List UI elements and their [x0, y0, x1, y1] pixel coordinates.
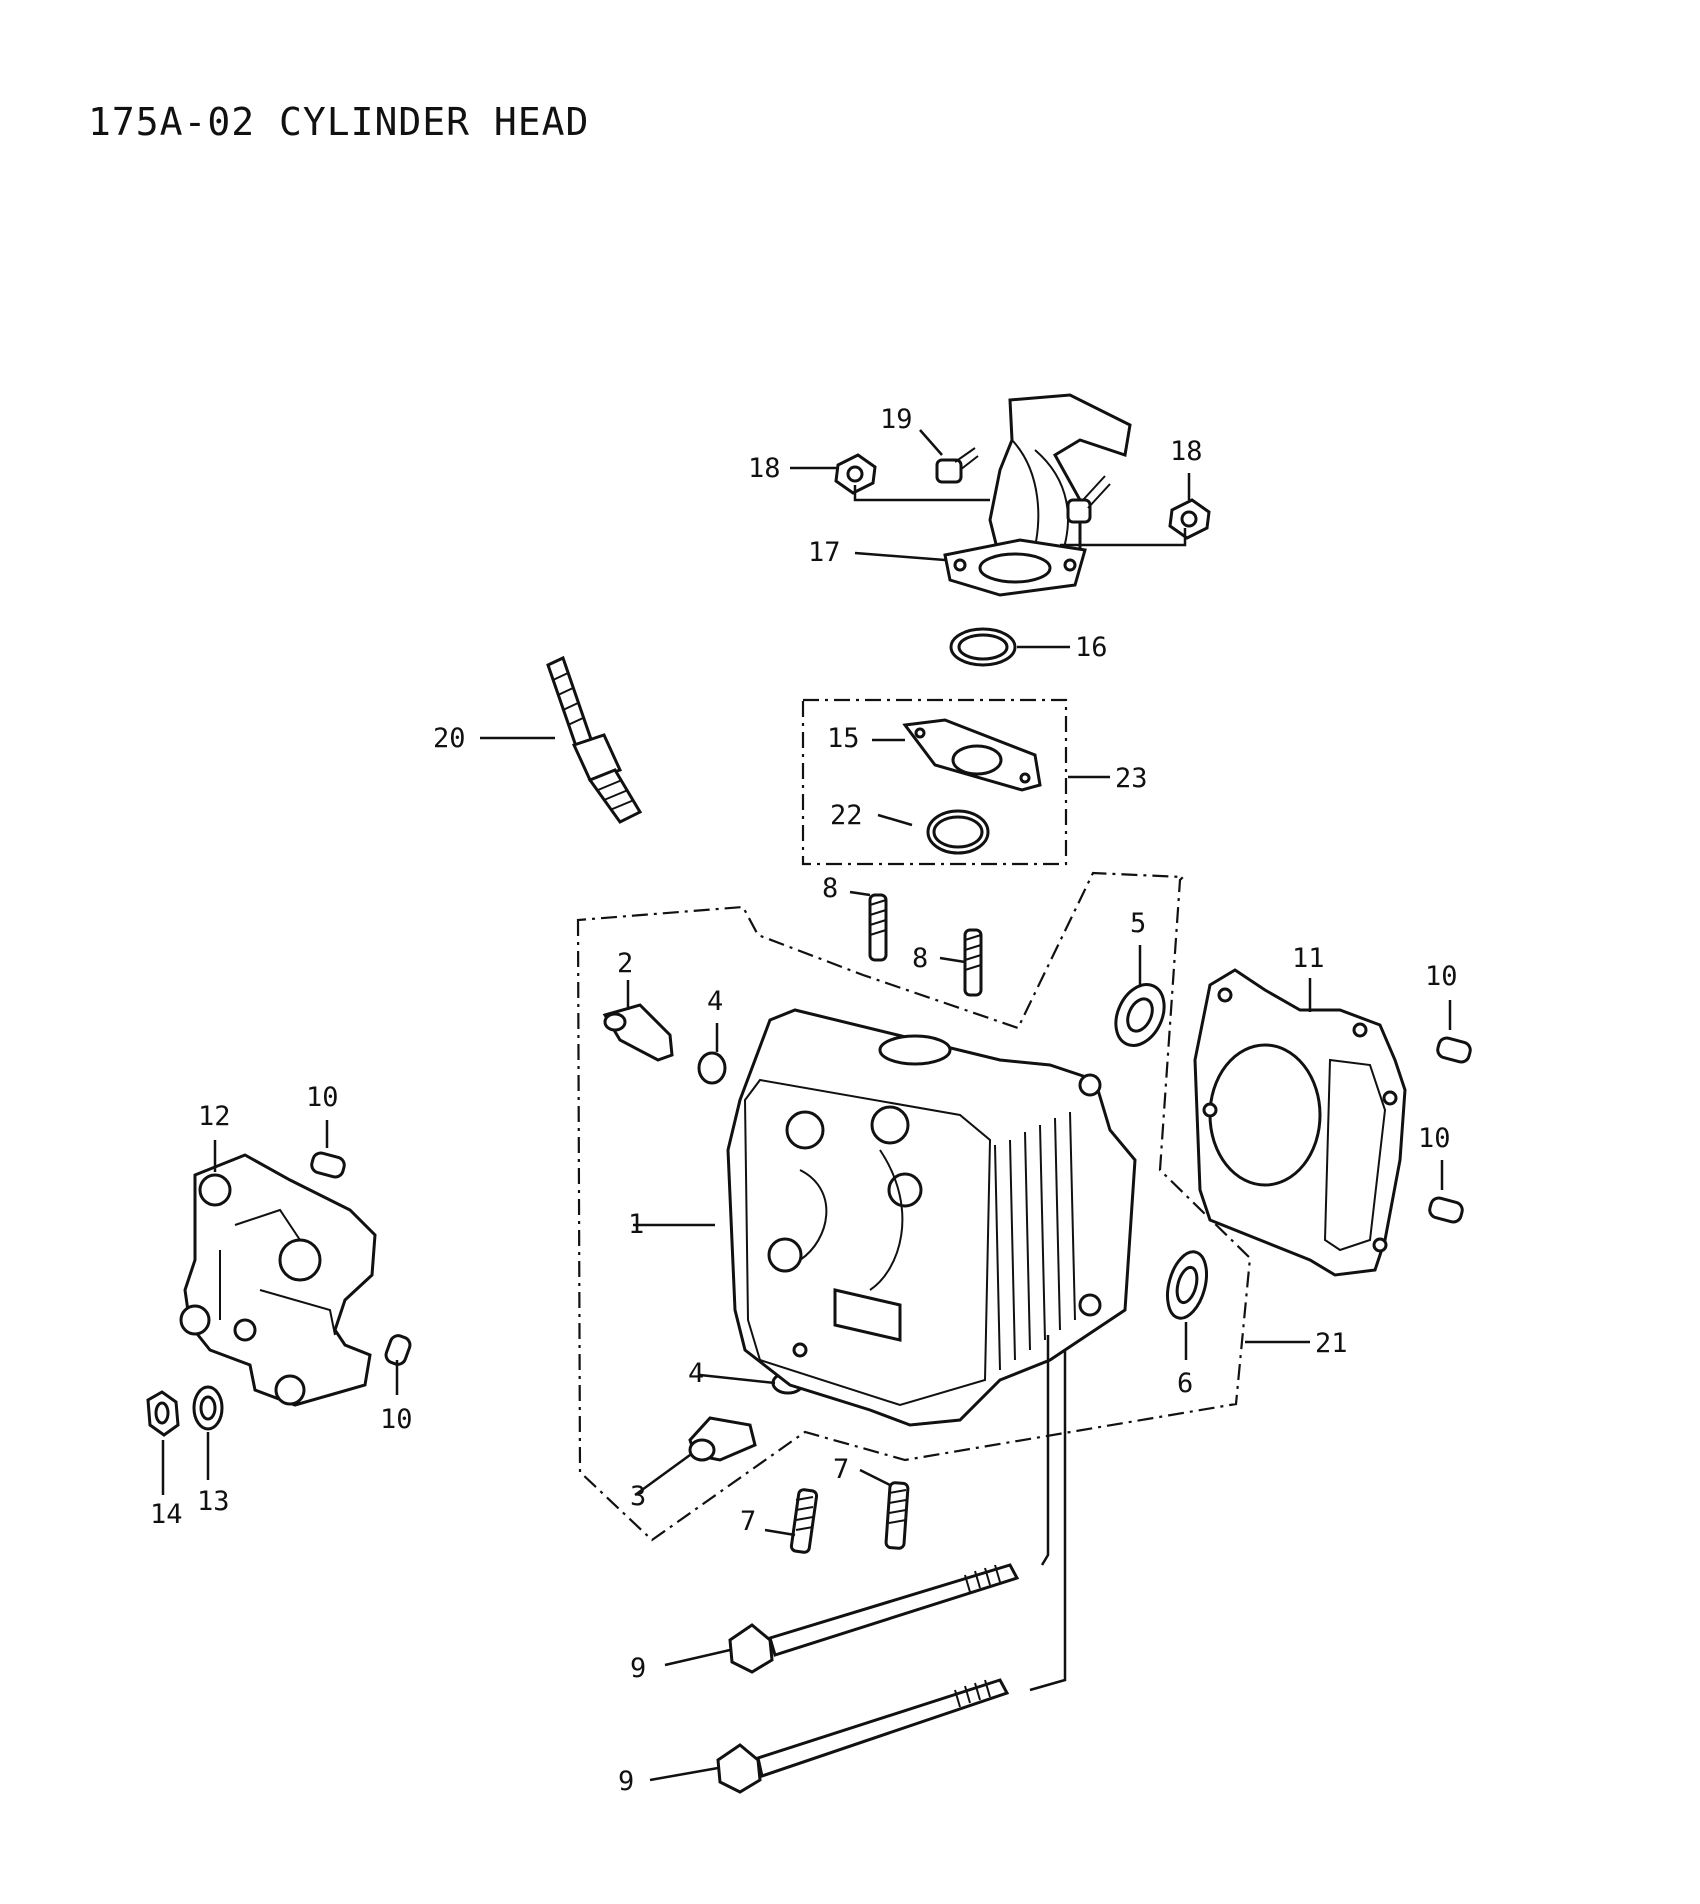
- callout-7-lower: 7: [740, 1506, 756, 1537]
- rocker-support: [179, 1153, 377, 1407]
- callout-3: 3: [630, 1481, 646, 1512]
- head-bolt-lower: [716, 1678, 1010, 1794]
- page-title: 175A-02 CYLINDER HEAD: [88, 100, 590, 144]
- callout-21: 21: [1315, 1328, 1348, 1359]
- cylinder-head: [726, 1008, 1137, 1427]
- callout-4-upper: 4: [707, 986, 723, 1017]
- stud-upper-right: [963, 928, 983, 997]
- callout-2: 2: [617, 948, 633, 979]
- dowel-pin-1: [1436, 1036, 1472, 1064]
- stud-lower-left: [789, 1488, 819, 1554]
- callout-23: 23: [1115, 763, 1148, 794]
- plug-lower: [688, 1416, 757, 1462]
- callout-13: 13: [197, 1486, 230, 1517]
- o-ring-upper: [697, 1051, 727, 1085]
- dowel-pin-2: [1428, 1196, 1464, 1224]
- head-gasket: [1193, 968, 1407, 1277]
- callout-19: 19: [880, 404, 913, 435]
- callout-18-left: 18: [748, 453, 781, 484]
- callout-22: 22: [830, 800, 863, 831]
- callout-10-a: 10: [1425, 961, 1458, 992]
- dowel-pin-3: [310, 1151, 346, 1179]
- callout-7-upper: 7: [833, 1454, 849, 1485]
- callout-17: 17: [808, 537, 841, 568]
- plug-upper: [602, 1003, 674, 1062]
- head-bolt-upper: [728, 1563, 1020, 1674]
- exhaust-gasket-ring: [949, 627, 1017, 667]
- callout-20: 20: [433, 723, 466, 754]
- exhaust-pipe: [943, 393, 1132, 597]
- callout-10-b: 10: [1418, 1123, 1451, 1154]
- callout-5: 5: [1130, 908, 1146, 939]
- callout-10-d: 10: [380, 1404, 413, 1435]
- callout-12: 12: [198, 1101, 231, 1132]
- leader-lines: [161, 429, 1452, 1782]
- intake-gasket: [902, 718, 1042, 792]
- callout-10-c: 10: [306, 1082, 339, 1113]
- dowel-pin-4: [384, 1334, 412, 1366]
- insulator-ring: [926, 809, 990, 855]
- stud-upper-left: [868, 893, 888, 962]
- callout-labels: 1 2 3 4 4 5 6 7 7 8 8 9 9 10 10 10 10 11…: [150, 404, 1458, 1797]
- spark-plug: [546, 655, 643, 824]
- seal-lower: [1166, 1250, 1208, 1320]
- callout-6: 6: [1177, 1368, 1193, 1399]
- callout-8-lower: 8: [912, 943, 928, 974]
- callout-11: 11: [1292, 943, 1325, 974]
- kit-outline-23: [801, 698, 1068, 866]
- flange-nut-right: [1168, 498, 1211, 540]
- callout-8-upper: 8: [822, 873, 838, 904]
- seal-upper: [1114, 983, 1166, 1047]
- flange-nut-left: [834, 453, 877, 495]
- kit-outline-21: [576, 871, 1252, 1542]
- nut: [146, 1390, 180, 1437]
- callout-9-lower: 9: [618, 1766, 634, 1797]
- stud-lower-right: [884, 1481, 910, 1550]
- callout-1: 1: [628, 1209, 644, 1240]
- callout-9-upper: 9: [630, 1653, 646, 1684]
- callout-18-right: 18: [1170, 436, 1203, 467]
- washer: [192, 1385, 224, 1431]
- callout-4-lower: 4: [688, 1358, 704, 1389]
- exhaust-stud-left: [935, 447, 979, 484]
- callout-16: 16: [1075, 632, 1108, 663]
- callout-14: 14: [150, 1499, 183, 1530]
- callout-15: 15: [827, 723, 860, 754]
- exhaust-stud-right: [1066, 475, 1111, 524]
